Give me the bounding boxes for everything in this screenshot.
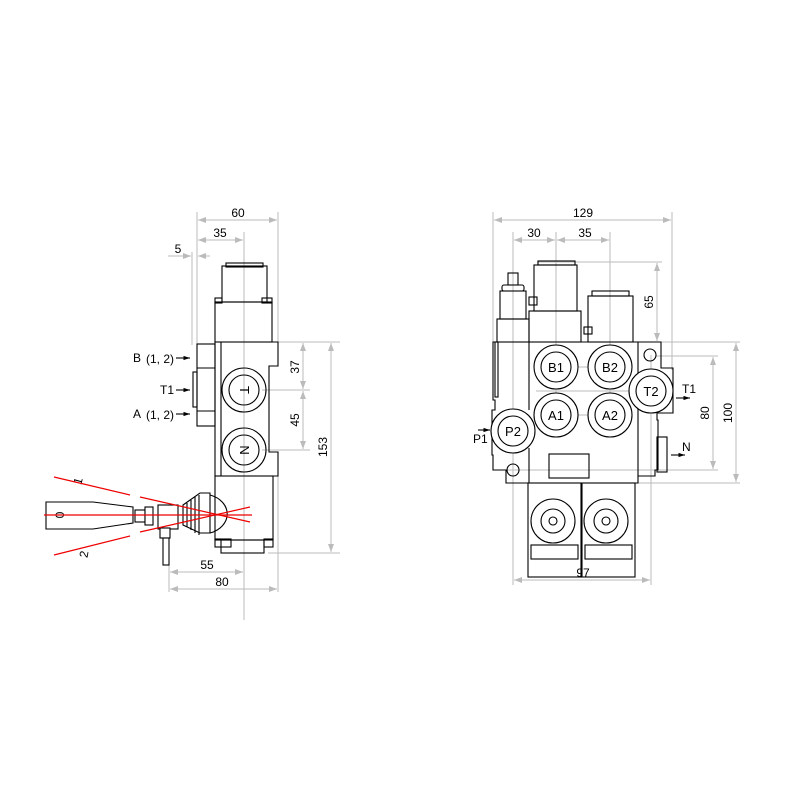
lever-swing-lines	[44, 476, 252, 556]
dim-100: 100	[721, 403, 735, 423]
port-t2-label: T2	[643, 384, 658, 399]
dim-80: 80	[215, 575, 229, 589]
name-plate	[548, 453, 590, 479]
port-a-sub: (1, 2)	[146, 408, 174, 422]
dim-129: 129	[573, 206, 593, 220]
dim-60: 60	[231, 206, 245, 220]
port-a2: A2	[587, 392, 633, 438]
port-p2-label: P2	[505, 424, 521, 439]
port-b1-label: B1	[548, 360, 564, 375]
dim-65: 65	[642, 295, 656, 309]
port-a1: A1	[533, 392, 579, 438]
dim-80: 80	[698, 406, 712, 420]
dim-5: 5	[175, 242, 182, 256]
front-view: 129 30 35 65 80 100 97 B1 B2 A1 A2 P2 T2…	[473, 206, 740, 585]
lever-pos-1-label: 1	[71, 476, 86, 486]
port-a1-label: A1	[548, 408, 564, 423]
port-t2: T2	[628, 368, 674, 414]
dim-45: 45	[288, 413, 302, 427]
dim-30: 30	[527, 226, 541, 240]
dim-55: 55	[200, 558, 214, 572]
port-b1: B1	[533, 344, 579, 390]
lever-pos-2-label: 2	[77, 549, 92, 558]
dim-35: 35	[578, 226, 592, 240]
port-t1-label: T1	[160, 383, 174, 397]
port-b2-label: B2	[602, 360, 618, 375]
dim-37: 37	[288, 360, 302, 374]
port-p2: P2	[490, 408, 536, 454]
port-b-sub: (1, 2)	[146, 352, 174, 366]
port-n-label: N	[237, 445, 252, 454]
dim-35: 35	[213, 226, 227, 240]
port-t-label: T	[237, 386, 252, 394]
port-a2-label: A2	[602, 408, 618, 423]
port-a-label: A	[133, 407, 141, 421]
n-label: N	[682, 440, 691, 454]
lever-handle: 0 1 2	[45, 476, 228, 566]
port-b2: B2	[587, 344, 633, 390]
t1-label: T1	[682, 382, 696, 396]
port-b-label: B	[133, 351, 141, 365]
p1-label: P1	[473, 432, 488, 446]
side-view: 60 35 5 37 45 153 55 80 T N 0 1 2 B (1, …	[44, 206, 340, 620]
dim-153: 153	[316, 437, 330, 457]
dim-97: 97	[576, 566, 590, 580]
